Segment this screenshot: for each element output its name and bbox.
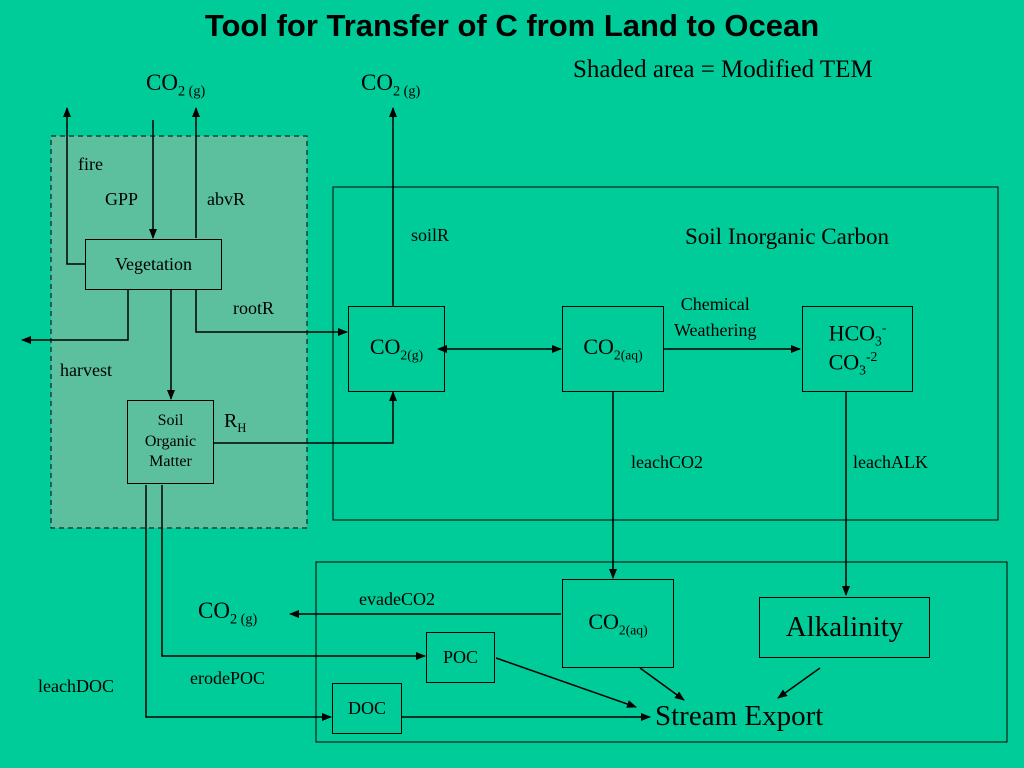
stream-region <box>315 561 1008 743</box>
evaded-co2-label: CO2 (g) <box>198 598 258 628</box>
soil-co2-aq-box: CO2(aq) <box>562 306 664 392</box>
leachdoc-label: leachDOC <box>38 676 114 696</box>
erodepoc-flow <box>161 485 426 660</box>
stream-export-label: Stream Export <box>655 700 824 732</box>
gpp-label: GPP <box>105 189 139 209</box>
alk-export-flow <box>777 667 821 699</box>
stream-co2-aq-box: CO2(aq) <box>562 579 674 668</box>
rootr-flow <box>195 290 348 336</box>
doc-box: DOC <box>332 683 402 734</box>
soil-inorganic-carbon-label: Soil Inorganic Carbon <box>685 224 889 249</box>
alkalinity-box: Alkalinity <box>759 597 930 658</box>
co2aq-export-flow <box>639 667 685 701</box>
evadeco2-label: evadeCO2 <box>359 589 435 609</box>
rootr-label: rootR <box>233 298 275 318</box>
harvest-flow <box>21 290 129 344</box>
leachdoc-flow <box>145 485 332 721</box>
legend-note: Shaded area = Modified TEM <box>573 56 873 83</box>
abvr-label: abvR <box>207 189 245 209</box>
atm-co2-label-left: CO2 (g) <box>146 70 206 100</box>
soilr-label: soilR <box>411 225 450 245</box>
soil-co2-gas-box: CO2(g) <box>348 306 445 392</box>
soil-organic-matter-box: Soil Organic Matter <box>127 400 214 484</box>
poc-box: POC <box>426 632 495 683</box>
atm-co2-label-right: CO2 (g) <box>361 70 421 100</box>
page-title: Tool for Transfer of C from Land to Ocea… <box>204 8 820 43</box>
harvest-label: harvest <box>60 360 112 380</box>
fire-label: fire <box>78 154 103 174</box>
fire-flow <box>63 107 86 265</box>
leachalk-label: leachALK <box>853 452 928 472</box>
bicarbonate-carbonate-box: HCO3- CO3-2 <box>802 306 913 392</box>
leachco2-label: leachCO2 <box>631 452 703 472</box>
erodepoc-label: erodePOC <box>190 668 265 688</box>
chemical-weathering-label: Chemical Weathering <box>674 294 757 341</box>
soil-inorganic-region <box>332 186 999 521</box>
rh-label: RH <box>224 410 247 435</box>
rh-flow <box>213 391 397 444</box>
poc-export-flow <box>495 657 637 708</box>
vegetation-box: Vegetation <box>85 239 222 290</box>
